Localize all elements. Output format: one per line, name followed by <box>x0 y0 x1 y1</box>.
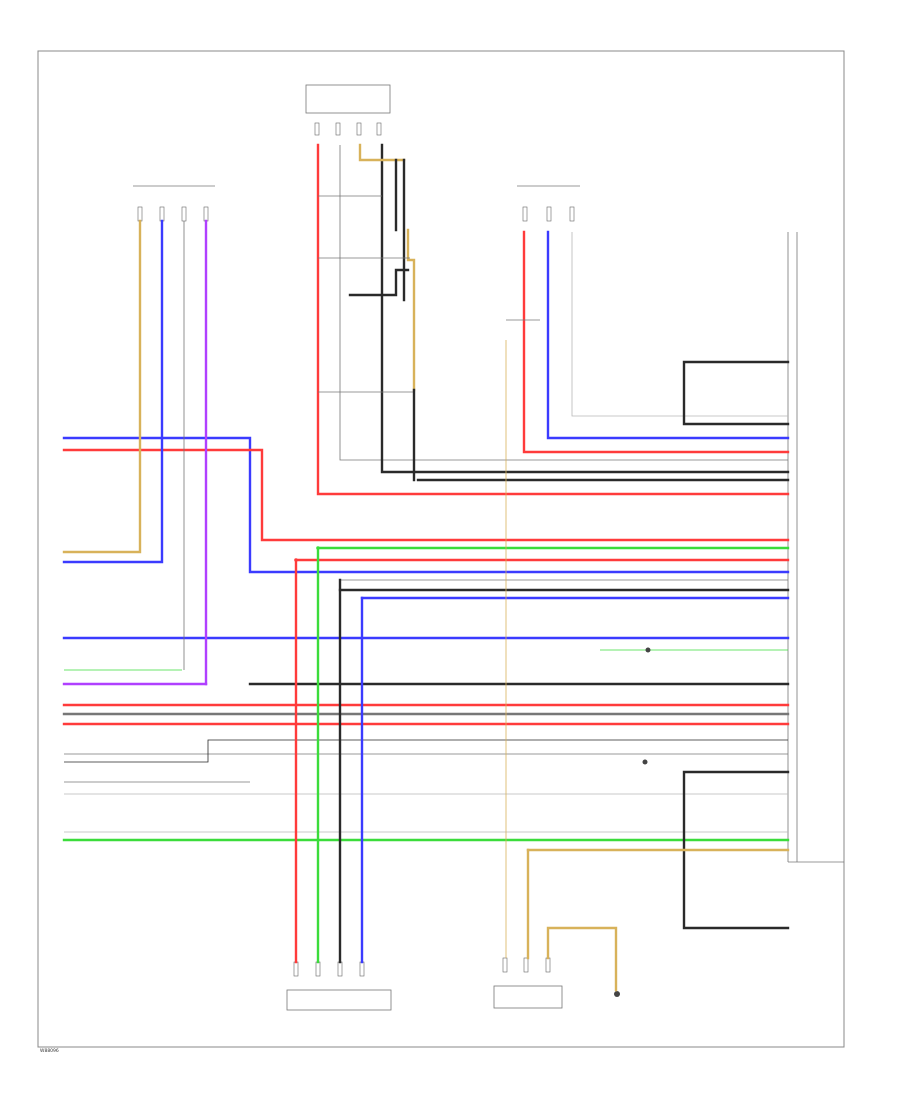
top-center-component <box>305 84 391 136</box>
top-center-vertical-wires <box>318 143 416 482</box>
bottom-vertical-wires <box>294 319 618 992</box>
right-module-connector <box>787 232 844 863</box>
bottom-center-connector <box>493 957 563 1009</box>
bottom-right-ground <box>614 991 620 997</box>
figure-ref: W88096 <box>40 1048 59 1054</box>
horizontal-wires <box>62 143 790 930</box>
splice-points <box>294 546 651 765</box>
top-left-component <box>133 185 215 222</box>
top-left-vertical-wires <box>62 219 208 686</box>
top-right-component <box>517 185 580 222</box>
bottom-left-adapter <box>286 961 392 1011</box>
diagram-frame <box>37 50 845 1048</box>
